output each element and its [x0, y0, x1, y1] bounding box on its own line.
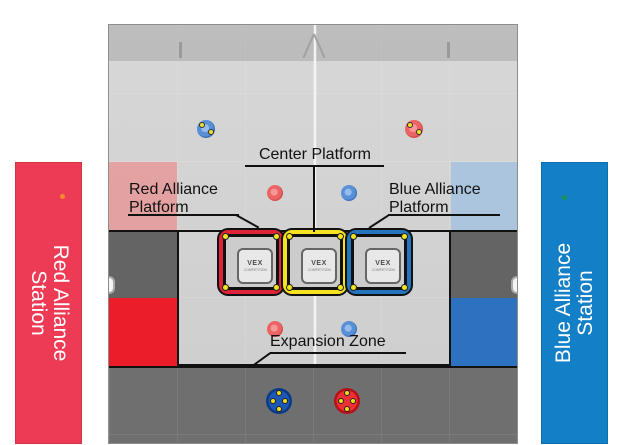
- blue-lower-mid-goal-icon: [341, 321, 357, 337]
- red-upper-mid-goal-icon: [267, 185, 283, 201]
- top-center-marker-icon: [300, 34, 328, 60]
- blue-zone-tile: [451, 298, 517, 366]
- blue-platform-logo-subtext: COMPETITION: [371, 267, 395, 273]
- ring-icon: [344, 390, 350, 396]
- red-alliance-station-label: Red Alliance Station: [26, 244, 72, 362]
- expansion-zone-label: Expansion Zone: [270, 333, 386, 350]
- red-lower-mid-goal-icon: [267, 321, 283, 337]
- center-platform-logo: VEX: [311, 260, 327, 267]
- blue-station-marker-icon: [562, 195, 567, 200]
- blue-platform-corner-dot-icon: [350, 233, 357, 240]
- center-platform-corner-dot-icon: [286, 284, 293, 291]
- red-platform-corner-dot-icon: [273, 233, 280, 240]
- blue-platform-callout-underline: [388, 214, 500, 216]
- ring-icon: [338, 398, 344, 404]
- ring-icon: [276, 406, 282, 412]
- red-station-marker-icon: [60, 194, 65, 199]
- center-platform-callout-line: [313, 165, 315, 232]
- top-post-right: [447, 42, 450, 58]
- ring-icon: [276, 390, 282, 396]
- ring-icon: [282, 398, 288, 404]
- left-field-clip-icon: [109, 276, 115, 294]
- expansion-zone-callout-underline: [270, 352, 406, 354]
- red-platform-logo-panel: VEX COMPETITION: [237, 248, 273, 284]
- blue-light-tile: [451, 162, 517, 230]
- red-light-tile: [109, 162, 177, 230]
- red-platform-corner-dot-icon: [273, 284, 280, 291]
- blue-bottom-goal-icon: [266, 388, 292, 414]
- right-dark-tile: [451, 230, 517, 298]
- top-post-left: [179, 42, 182, 58]
- left-dark-tile: [109, 230, 177, 298]
- blue-platform-corner-dot-icon: [350, 284, 357, 291]
- red-upper-goal-icon: [405, 120, 423, 138]
- ring-icon: [270, 398, 276, 404]
- red-alliance-platform-label: Red Alliance Platform: [129, 181, 218, 216]
- red-platform-callout-underline: [128, 214, 239, 216]
- expansion-zone-bottom-boundary: [109, 366, 517, 368]
- blue-platform-logo-panel: VEX COMPETITION: [365, 248, 401, 284]
- red-platform-corner-dot-icon: [222, 284, 229, 291]
- right-field-clip-icon: [511, 276, 517, 294]
- ring-icon: [350, 398, 356, 404]
- center-platform-corner-dot-icon: [286, 233, 293, 240]
- center-platform-logo-subtext: COMPETITION: [307, 267, 331, 273]
- blue-alliance-station-label: Blue Alliance Station: [551, 242, 597, 364]
- blue-alliance-platform: VEX COMPETITION: [347, 230, 411, 294]
- red-platform-logo-subtext: COMPETITION: [243, 267, 267, 273]
- red-platform-corner-dot-icon: [222, 233, 229, 240]
- competition-field: VEX COMPETITION VEX COMPETITION VEX COMP…: [108, 24, 518, 444]
- blue-alliance-platform-label: Blue Alliance Platform: [389, 181, 481, 216]
- blue-alliance-station: Blue Alliance Station: [541, 162, 608, 444]
- center-platform-label: Center Platform: [258, 146, 372, 163]
- red-bottom-goal-icon: [334, 388, 360, 414]
- center-platform-corner-dot-icon: [337, 233, 344, 240]
- ring-icon: [344, 406, 350, 412]
- expansion-zone-outline: [177, 230, 451, 366]
- center-platform: VEX COMPETITION: [283, 230, 347, 294]
- red-platform-logo: VEX: [247, 260, 263, 267]
- center-platform-logo-panel: VEX COMPETITION: [301, 248, 337, 284]
- red-alliance-station: Red Alliance Station: [15, 162, 82, 444]
- blue-upper-goal-icon: [197, 120, 215, 138]
- bottom-field-band: [109, 366, 517, 443]
- red-zone-tile: [109, 298, 177, 366]
- blue-platform-corner-dot-icon: [401, 284, 408, 291]
- blue-platform-logo: VEX: [375, 260, 391, 267]
- red-alliance-platform: VEX COMPETITION: [219, 230, 283, 294]
- blue-upper-mid-goal-icon: [341, 185, 357, 201]
- center-platform-corner-dot-icon: [337, 284, 344, 291]
- blue-platform-corner-dot-icon: [401, 233, 408, 240]
